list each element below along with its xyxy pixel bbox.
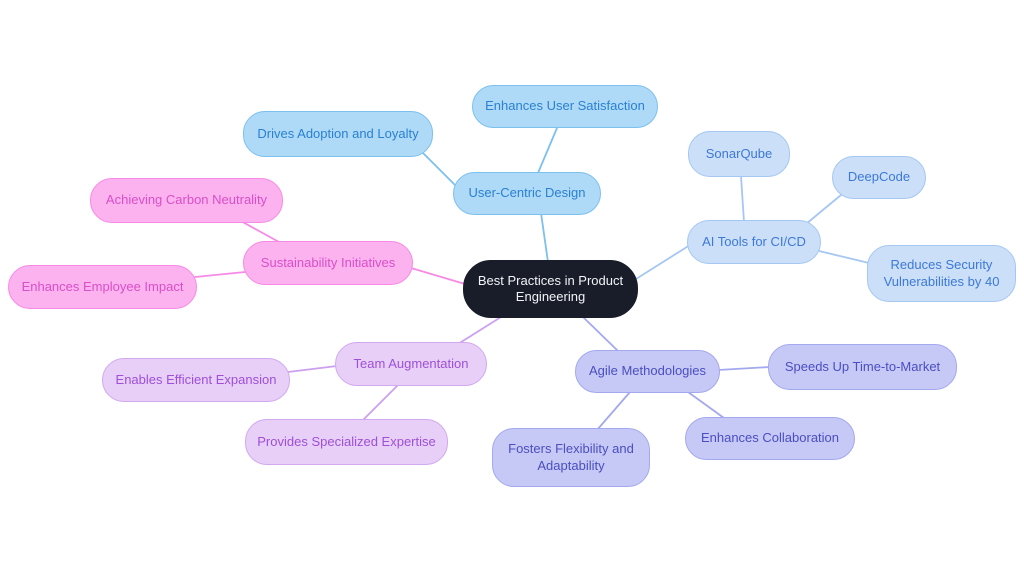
- node-speeds-up-time-to-market: Speeds Up Time-to-Market: [768, 344, 957, 390]
- node-enables-efficient-expansion: Enables Efficient Expansion: [102, 358, 290, 402]
- node-root-best-practices: Best Practices in Product Engineering: [463, 260, 638, 318]
- edge-agile-enhances-collaboration: [687, 391, 725, 419]
- node-provides-specialized-expertise: Provides Specialized Expertise: [245, 419, 448, 465]
- edge-sustainability-employee-impact: [194, 271, 246, 278]
- edge-user-centric-enhances-satisfaction: [537, 127, 558, 174]
- node-enhances-collaboration: Enhances Collaboration: [685, 417, 855, 460]
- edge-root-ai-tools: [635, 244, 691, 280]
- node-ai-tools-cicd: AI Tools for CI/CD: [687, 220, 821, 264]
- node-drives-adoption-loyalty: Drives Adoption and Loyalty: [243, 111, 433, 157]
- node-achieving-carbon-neutrality: Achieving Carbon Neutrality: [90, 178, 283, 223]
- edge-team-provides-expertise: [361, 384, 399, 422]
- node-reduces-security-vulnerabilities: Reduces Security Vulnerabilities by 40: [867, 245, 1016, 302]
- edge-root-agile: [582, 316, 619, 352]
- node-sustainability-initiatives: Sustainability Initiatives: [243, 241, 413, 285]
- node-sonarqube: SonarQube: [688, 131, 790, 177]
- edge-sustainability-carbon-neutrality: [238, 219, 280, 243]
- node-team-augmentation: Team Augmentation: [335, 342, 487, 386]
- node-enhances-employee-impact: Enhances Employee Impact: [8, 265, 197, 309]
- node-agile-methodologies: Agile Methodologies: [575, 350, 720, 393]
- edge-ai-tools-sonarqube: [740, 175, 745, 223]
- node-enhances-user-satisfaction: Enhances User Satisfaction: [472, 85, 658, 128]
- node-fosters-flexibility-adaptability: Fosters Flexibility and Adaptability: [492, 428, 650, 487]
- edge-agile-fosters-flexibility: [596, 391, 631, 431]
- edge-ai-tools-reduces-security: [818, 250, 870, 264]
- edge-root-team-augmentation: [457, 316, 502, 345]
- edge-root-user-centric-design: [540, 212, 549, 263]
- node-deepcode: DeepCode: [832, 156, 926, 199]
- edge-user-centric-drives-adoption: [420, 150, 459, 189]
- edge-agile-speeds-up: [717, 366, 771, 371]
- edge-team-enables-expansion: [287, 365, 338, 373]
- edge-ai-tools-deepcode: [805, 194, 842, 225]
- node-user-centric-design: User-Centric Design: [453, 172, 601, 215]
- edge-root-sustainability: [410, 267, 466, 285]
